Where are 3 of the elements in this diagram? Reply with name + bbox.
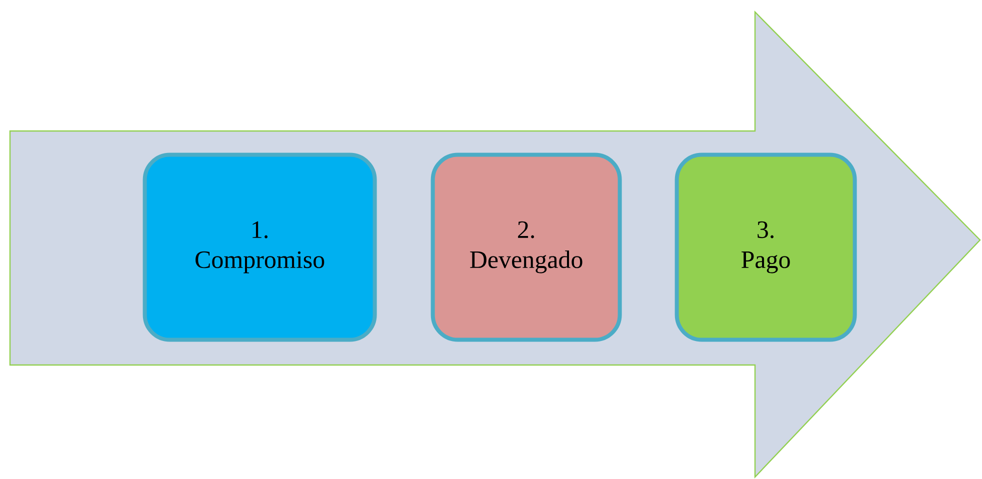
process-box: 3. Pago (674, 152, 857, 342)
process-box: 2. Devengado (430, 152, 622, 342)
process-box: 1. Compromiso (142, 152, 377, 342)
